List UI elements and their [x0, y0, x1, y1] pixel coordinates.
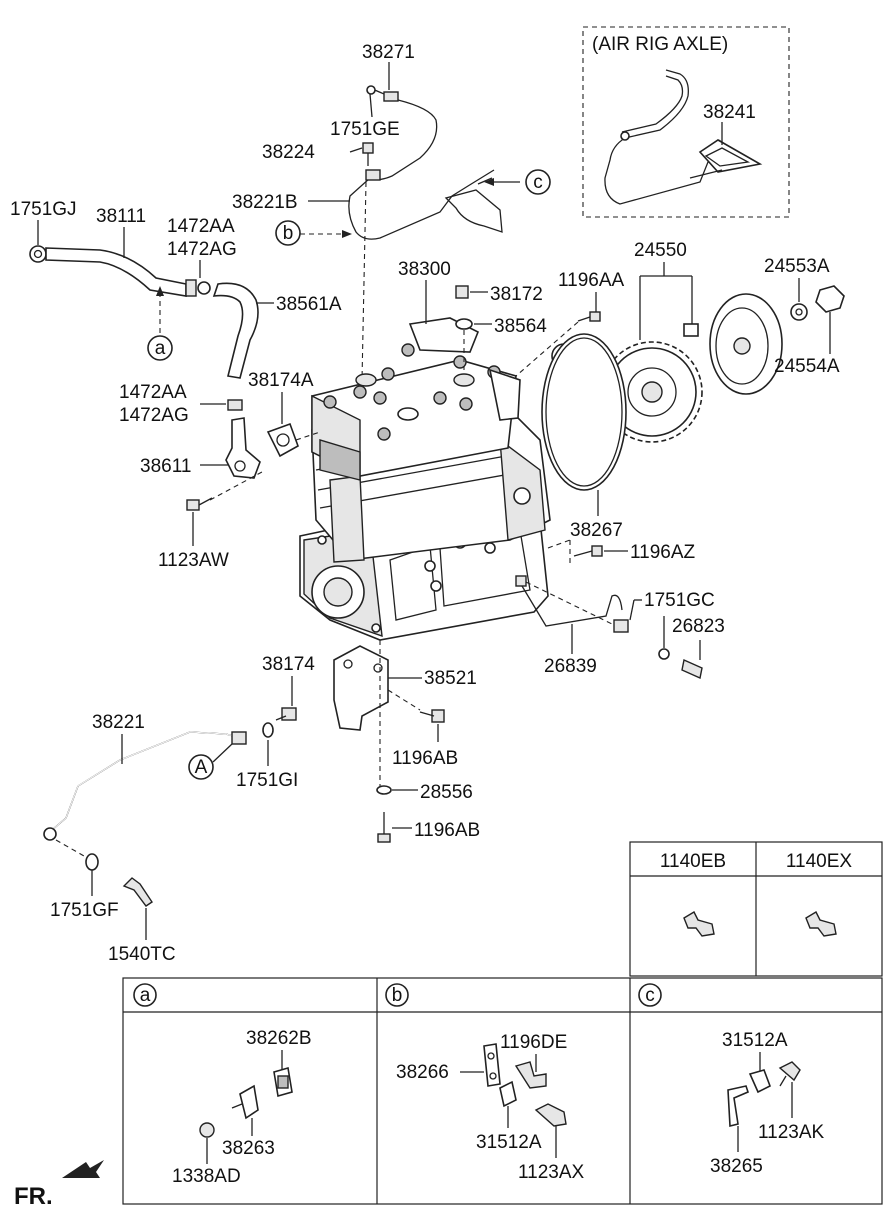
front-direction-indicator: FR.	[14, 1160, 104, 1210]
callout-b-text: b	[283, 223, 294, 244]
pipe-38221b	[348, 85, 520, 240]
label-38263: 38263	[222, 1138, 275, 1159]
bracket-38521	[333, 640, 421, 790]
coupling-24553a	[709, 285, 845, 395]
label-28556: 28556	[420, 782, 473, 803]
front-arrow-icon	[62, 1160, 104, 1178]
label-1472aa-top: 1472AA	[167, 216, 235, 237]
label-1123aw: 1123AW	[158, 550, 229, 571]
callout-a-text: a	[155, 338, 166, 359]
detail-panels: a 38262B 38263 1338AD b 38266 1196DE	[122, 977, 883, 1205]
label-24550: 24550	[634, 240, 687, 261]
detail-panel-b: b 38266 1196DE 31512A 1123AX	[385, 983, 585, 1183]
bolt-1140eb-icon	[683, 911, 715, 937]
label-31512a-b: 31512A	[476, 1132, 542, 1153]
gear-24550	[601, 323, 703, 443]
plug-38172	[455, 285, 469, 299]
label-24554a: 24554A	[774, 356, 840, 377]
callout-b	[275, 220, 301, 246]
label-38221b: 38221B	[232, 192, 298, 213]
label-38224: 38224	[262, 142, 315, 163]
label-1196aa: 1196AA	[558, 270, 625, 291]
air-compressor	[299, 317, 551, 641]
fitting-38611	[209, 399, 321, 501]
label-38262b: 38262B	[246, 1028, 312, 1049]
hose-38561a	[212, 282, 259, 379]
label-38111: 38111	[96, 206, 146, 227]
label-38241: 38241	[703, 102, 756, 123]
fr-label: FR.	[14, 1183, 53, 1210]
label-38265: 38265	[710, 1156, 763, 1177]
callout-c-text: c	[533, 172, 543, 193]
label-1540tc: 1540TC	[108, 944, 176, 965]
label-38564: 38564	[494, 316, 547, 337]
label-38521: 38521	[424, 668, 477, 689]
label-38561a: 38561A	[276, 294, 342, 315]
label-1196az: 1196AZ	[630, 542, 696, 563]
label-38611: 38611	[140, 456, 191, 477]
label-26823: 26823	[672, 616, 725, 637]
label-31512a-c: 31512A	[722, 1030, 788, 1051]
bolt-1140ex-icon	[805, 911, 837, 937]
panel-c-key: c	[645, 985, 655, 1006]
o-ring-38267	[541, 333, 627, 491]
callout-A-lower-text: A	[195, 757, 208, 778]
label-1472aa-mid: 1472AA	[119, 382, 187, 403]
detail-panel-a: a 38262B 38263 1338AD	[133, 983, 312, 1187]
callout-c	[525, 169, 551, 195]
label-38266: 38266	[396, 1062, 449, 1083]
label-1751gc: 1751GC	[644, 590, 715, 611]
label-1196ab-lower: 1196AB	[414, 820, 480, 841]
label-1751gi: 1751GI	[236, 770, 298, 791]
panel-b-key: b	[392, 985, 403, 1006]
pipe-38221	[43, 707, 297, 871]
fastener-header-1140ex: 1140EX	[786, 851, 853, 872]
bolt-1540tc	[122, 877, 153, 907]
label-1472ag-mid: 1472AG	[119, 405, 189, 426]
label-1196de: 1196DE	[500, 1032, 567, 1053]
callout-a	[147, 335, 173, 361]
label-38267: 38267	[570, 520, 623, 541]
label-1751gj: 1751GJ	[10, 199, 77, 220]
detail-panel-c: c 31512A 1123AK 38265	[638, 983, 825, 1177]
label-38174a: 38174A	[248, 370, 314, 391]
label-1123ak: 1123AK	[758, 1122, 825, 1143]
callout-A-lower	[188, 754, 214, 780]
label-38174: 38174	[262, 654, 315, 675]
label-38221: 38221	[92, 712, 145, 733]
label-1196ab-upper: 1196AB	[392, 748, 458, 769]
pipe-26839	[515, 575, 629, 633]
label-38172: 38172	[490, 284, 543, 305]
air-rig-axle-inset: (AIR RIG AXLE) 38241	[582, 26, 790, 218]
label-1123ax: 1123AX	[518, 1162, 585, 1183]
fastener-table: 1140EB 1140EX	[629, 841, 883, 977]
label-24553a: 24553A	[764, 256, 830, 277]
label-1472ag-top: 1472AG	[167, 239, 237, 260]
air-rig-axle-note: (AIR RIG AXLE)	[592, 34, 728, 55]
fastener-header-1140eb: 1140EB	[660, 851, 726, 872]
label-38300: 38300	[398, 259, 451, 280]
label-1751gf: 1751GF	[50, 900, 119, 921]
hose-38111	[29, 245, 211, 336]
panel-a-key: a	[140, 985, 151, 1006]
label-1751ge: 1751GE	[330, 119, 400, 140]
label-38271: 38271	[362, 42, 415, 63]
label-1338ad: 1338AD	[172, 1166, 241, 1187]
label-26839: 26839	[544, 656, 597, 677]
